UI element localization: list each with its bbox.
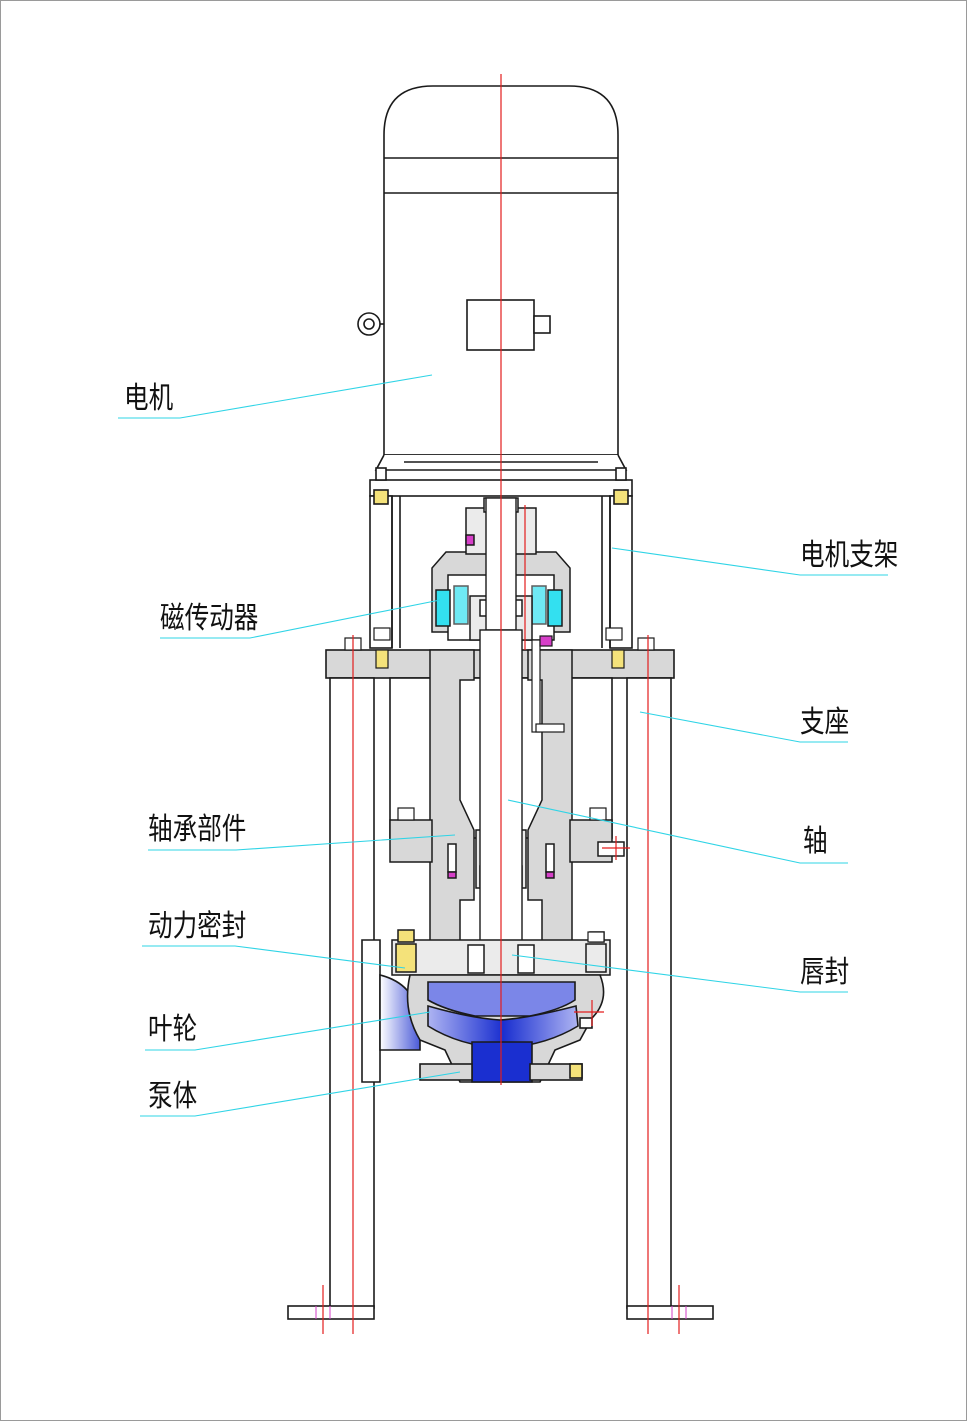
label-impeller: 叶轮 xyxy=(148,1012,198,1047)
label-magnetic-drive: 磁传动器 xyxy=(160,601,259,636)
leader-support-base xyxy=(639,711,848,743)
label-motor: 电机 xyxy=(124,381,174,416)
leader-lines xyxy=(118,374,888,1117)
leader-shaft xyxy=(507,799,848,864)
label-motor-bracket: 电机支架 xyxy=(800,538,899,573)
label-shaft: 轴 xyxy=(803,824,828,859)
motor xyxy=(357,85,628,471)
leader-magnetic-drive xyxy=(160,599,441,639)
label-support-base: 支座 xyxy=(800,705,850,740)
leader-lip-seal xyxy=(511,954,848,993)
label-dynamic-seal: 动力密封 xyxy=(148,909,247,944)
oil-tube xyxy=(531,635,565,733)
leader-motor-bracket xyxy=(611,547,888,576)
label-bearing-assembly: 轴承部件 xyxy=(148,812,247,847)
centerlines xyxy=(322,74,680,1334)
leader-motor xyxy=(118,374,433,419)
leader-impeller xyxy=(145,1011,431,1051)
pump-body xyxy=(361,939,605,1083)
leader-dynamic-seal xyxy=(142,945,406,969)
leader-pump-body xyxy=(140,1071,461,1117)
label-pump-body: 泵体 xyxy=(148,1079,198,1114)
leader-bearing-assembly xyxy=(148,834,456,851)
foot-marks xyxy=(315,1306,687,1319)
label-lip-seal: 唇封 xyxy=(800,955,850,990)
base-bolts xyxy=(344,627,655,943)
